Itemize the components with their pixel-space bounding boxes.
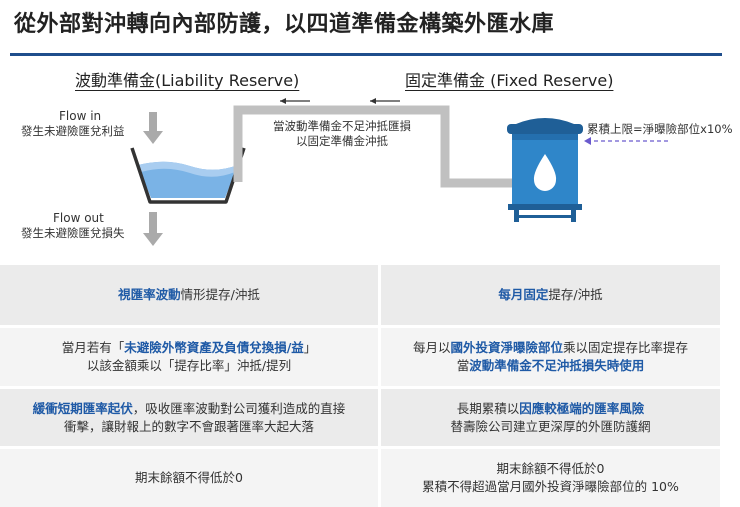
- row2-left-cell: 當月若有「未避險外幣資產及負債兌換損/益」以該金額乘以「提存比率」沖抵/提列: [0, 328, 378, 386]
- cell-text: 以該金額乘以「提存比率」沖抵/提列: [62, 357, 317, 375]
- fixed-reserve-header: 固定準備金 (Fixed Reserve): [405, 71, 614, 90]
- highlight-text: 緩衝短期匯率起伏: [32, 400, 133, 416]
- page-title: 從外部對沖轉向內部防護，以四道準備金構築外匯水庫: [14, 12, 555, 37]
- row1-right-cell: 每月固定提存/沖抵: [381, 265, 720, 325]
- cell-text: 當波動準備金不足沖抵損失時使用: [413, 357, 688, 375]
- basin-icon: [130, 147, 246, 204]
- flow-in-arrow-icon: [143, 112, 163, 144]
- body-text: 長期累積以: [456, 400, 520, 416]
- row4-left-cell: 期末餘額不得低於0: [0, 449, 378, 507]
- cell-text: 每月以國外投資淨曝險部位乘以固定提存比率提存: [413, 339, 688, 357]
- highlight-text: 每月固定: [498, 287, 549, 302]
- reserve-flow-diagram: [130, 98, 668, 246]
- pipe-direction-arrow-icon: [280, 98, 400, 104]
- row1-left-cell: 視匯率波動情形提存/沖抵: [0, 265, 378, 325]
- body-text: 」: [303, 340, 317, 355]
- body-text: 提存/沖抵: [548, 287, 603, 302]
- cell-text: 緩衝短期匯率起伏，吸收匯率波動對公司獲利造成的直接: [33, 400, 346, 418]
- cell-text: 長期累積以因應較極端的匯率風險: [450, 400, 650, 418]
- flow-out-title: Flow out: [53, 211, 104, 225]
- title-underline: [10, 53, 722, 56]
- tank-cap-label: 累積上限=淨曝險部位x10%: [587, 122, 733, 136]
- row2-right-cell: 每月以國外投資淨曝險部位乘以固定提存比率提存當波動準備金不足沖抵損失時使用: [381, 328, 720, 386]
- flow-in-desc: 發生未避險匯兌利益: [21, 124, 125, 138]
- flow-in-title: Flow in: [59, 109, 102, 123]
- liability-reserve-header: 波動準備金(Liability Reserve): [75, 71, 300, 90]
- body-text: 衝擊，讓財報上的數字不會跟著匯率大起大落: [63, 418, 314, 434]
- water-tank-icon: [507, 118, 583, 222]
- cap-pointer-arrow-icon: [584, 137, 668, 145]
- table-row: 當月若有「未避險外幣資產及負債兌換損/益」以該金額乘以「提存比率」沖抵/提列 每…: [0, 328, 720, 386]
- cell-text: 視匯率波動情形提存/沖抵: [118, 286, 260, 304]
- body-text: 當: [456, 358, 470, 373]
- cell-text: 當月若有「未避險外幣資產及負債兌換損/益」: [62, 339, 317, 357]
- highlight-text: 未避險外幣資產及負債兌換損/益: [124, 340, 304, 355]
- highlight-text: 波動準備金不足沖抵損失時使用: [469, 358, 645, 373]
- body-text: 當月若有「: [61, 340, 125, 355]
- body-text: 乘以固定提存比率提存: [563, 340, 689, 355]
- pipe-label: 當波動準備金不足沖抵匯損 以固定準備金沖抵: [273, 119, 411, 148]
- cell-text: 衝擊，讓財報上的數字不會跟著匯率大起大落: [33, 418, 346, 436]
- cell-text: 每月固定提存/沖抵: [498, 286, 602, 304]
- row3-left-cell: 緩衝短期匯率起伏，吸收匯率波動對公司獲利造成的直接衝擊，讓財報上的數字不會跟著匯…: [0, 389, 378, 446]
- body-text: 每月以: [412, 340, 451, 355]
- body-text: ，吸收匯率波動對公司獲利造成的直接: [132, 400, 346, 416]
- body-text: 情形提存/沖抵: [180, 287, 260, 302]
- overflow-pipe: [233, 105, 512, 188]
- table-row: 視匯率波動情形提存/沖抵 每月固定提存/沖抵: [0, 265, 720, 325]
- body-text: 替壽險公司建立更深厚的外匯防護網: [450, 418, 651, 434]
- flow-out-desc: 發生未避險匯兌損失: [21, 226, 125, 240]
- row3-right-cell: 長期累積以因應較極端的匯率風險替壽險公司建立更深厚的外匯防護網: [381, 389, 720, 446]
- body-text: 以該金額乘以「提存比率」沖抵/提列: [86, 358, 292, 373]
- highlight-text: 國外投資淨曝險部位: [450, 340, 563, 355]
- highlight-text: 視匯率波動: [118, 287, 181, 302]
- cell-text: 替壽險公司建立更深厚的外匯防護網: [450, 418, 650, 436]
- highlight-text: 因應較極端的匯率風險: [519, 400, 645, 416]
- table-row: 緩衝短期匯率起伏，吸收匯率波動對公司獲利造成的直接衝擊，讓財報上的數字不會跟著匯…: [0, 389, 720, 446]
- flow-out-arrow-icon: [143, 212, 163, 246]
